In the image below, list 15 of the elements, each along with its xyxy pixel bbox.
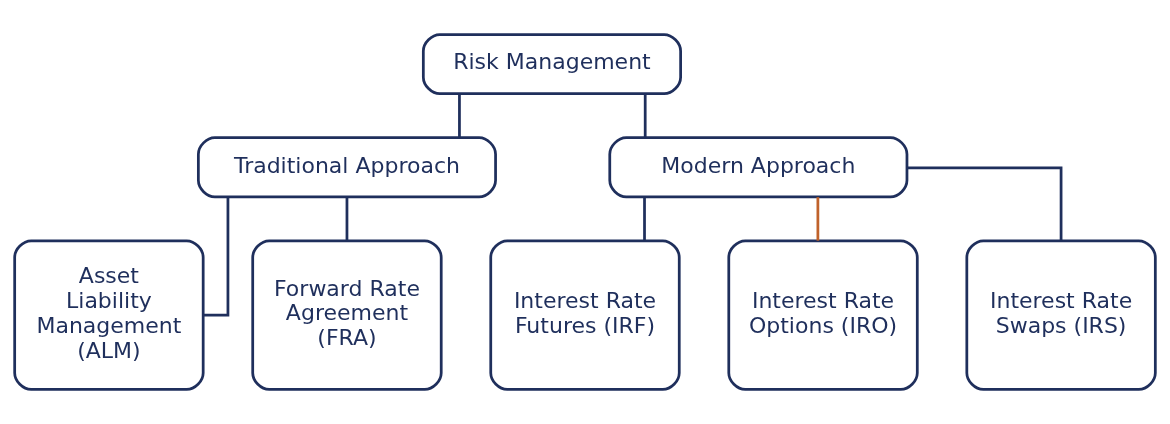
connector — [643, 93, 647, 138]
node-box: Traditional Approach — [197, 136, 497, 199]
connector — [816, 197, 820, 241]
connector — [345, 197, 349, 241]
node-box: Interest Rate Futures (IRF) — [489, 239, 681, 391]
node-box: Interest Rate Swaps (IRS) — [965, 239, 1157, 391]
node-box: Asset Liability Management (ALM) — [13, 239, 205, 391]
connector — [643, 197, 646, 241]
node-box: Forward Rate Agreement (FRA) — [251, 239, 443, 391]
connector — [203, 197, 230, 317]
connector — [458, 93, 461, 138]
node-box: Modern Approach — [608, 136, 909, 199]
node-box: Risk Management — [421, 33, 682, 96]
connector — [907, 166, 1063, 241]
node-box: Interest Rate Options (IRO) — [727, 239, 919, 391]
